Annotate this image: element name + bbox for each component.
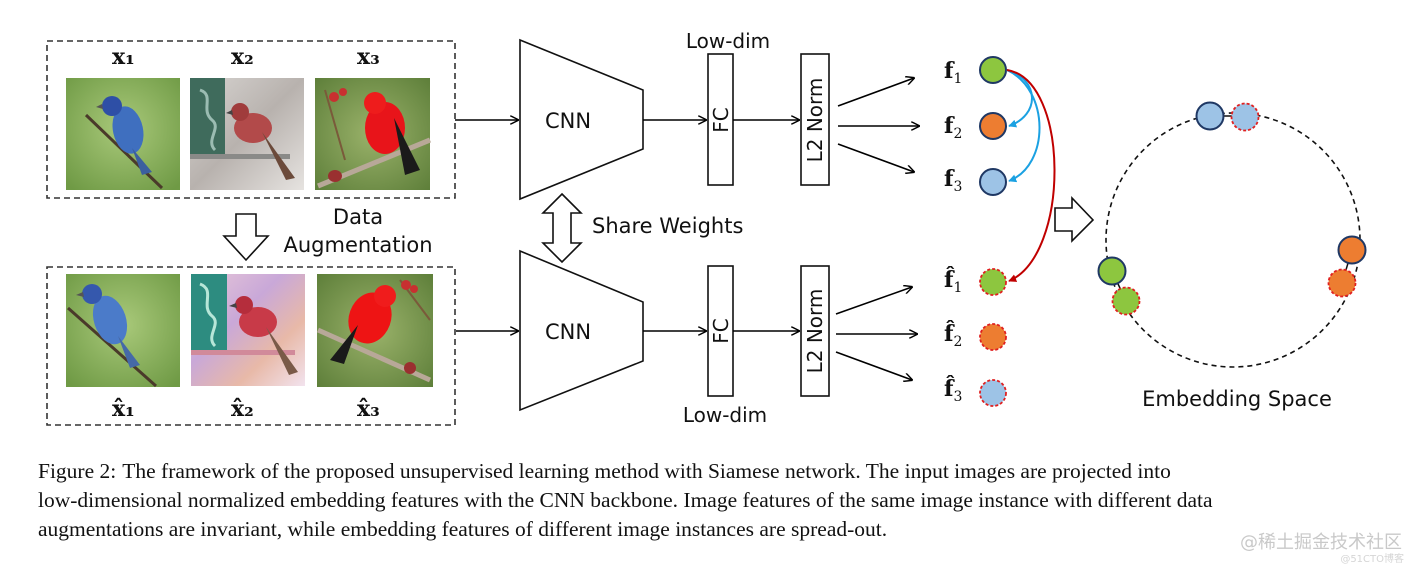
l2norm-block-top <box>800 53 830 186</box>
caption-figure-label: Figure 2: <box>38 459 117 483</box>
feature-label-f3: f3 <box>944 166 962 195</box>
share-weights-label: Share Weights <box>592 214 743 238</box>
feature-circle-f2 <box>979 112 1007 140</box>
label-x2: x₂ <box>231 44 254 70</box>
image-blue-bird-augmented <box>66 274 180 388</box>
embedding-point-f2-hat <box>1327 268 1357 298</box>
caption-text-1: The framework of the proposed unsupervis… <box>122 459 1171 483</box>
feature-circle-f3 <box>979 168 1007 196</box>
arrow-l2-to-f1 <box>837 78 914 107</box>
unit-hypersphere <box>1105 112 1361 368</box>
feature-circle-f1 <box>979 56 1007 84</box>
image-red-tanager-augmented <box>316 274 433 387</box>
lowdim-label-top: Low-dim <box>686 29 770 53</box>
bottom-branch: CNN FC Low-dim L2 Norm <box>519 249 917 427</box>
data-augmentation-label-line1: Data <box>333 205 383 229</box>
dashed-border <box>46 266 456 426</box>
caption-line-3: augmentations are invariant, while embed… <box>38 517 888 541</box>
feature-label-f3-hat: f̂3 <box>944 376 962 405</box>
share-weights-arrow-icon <box>541 192 583 264</box>
feature-label-f2: f2 <box>944 113 962 142</box>
to-embedding-arrow-icon <box>1054 196 1095 243</box>
embedding-space-label: Embedding Space <box>1142 387 1332 411</box>
embedding-point-f3 <box>1195 101 1225 131</box>
arrow-l2-to-f3 <box>837 143 914 172</box>
watermark-sub: @51CTO博客 <box>1340 554 1404 565</box>
l2norm-block-bottom <box>800 265 830 397</box>
fc-label-bottom: FC <box>709 318 733 343</box>
arrow-l2-to-f3-hat <box>835 351 912 380</box>
label-x3-hat: x̂₃ <box>357 396 380 422</box>
cnn-block-top <box>519 38 644 201</box>
data-augmentation-arrow-icon <box>222 213 270 262</box>
fc-block-top <box>707 53 734 186</box>
caption-line-2: low-dimensional normalized embedding fea… <box>38 488 1213 512</box>
embedding-point-f1-hat <box>1111 286 1141 316</box>
image-red-finch-augmented <box>191 274 305 386</box>
image-red-finch <box>190 78 304 190</box>
negative-arrow-f1-to-f2 <box>1006 69 1033 128</box>
top-branch: CNN Low-dim FC L2 Norm <box>519 29 919 201</box>
feature-label-f1-hat: f̂1 <box>944 267 962 296</box>
fc-label-top: FC <box>709 107 733 132</box>
arrow-l2-to-f1-hat <box>835 287 912 315</box>
image-blue-bird <box>66 78 180 190</box>
lowdim-label-bottom: Low-dim <box>683 403 767 427</box>
embedding-point-f2 <box>1337 235 1367 265</box>
feature-circles <box>979 56 1007 407</box>
label-x1: x₁ <box>112 44 135 70</box>
figure-caption: Figure 2:The framework of the proposed u… <box>38 457 1398 544</box>
l2norm-label-bottom: L2 Norm <box>803 289 827 374</box>
data-augmentation-label-line2: Augmentation <box>283 233 432 257</box>
feature-circle-f3-hat <box>979 379 1007 407</box>
image-red-tanager <box>315 78 431 190</box>
fc-block-bottom <box>707 265 734 397</box>
feature-circle-f2-hat <box>979 323 1007 351</box>
positive-arrow-f1-to-f1-hat <box>1006 69 1056 282</box>
input-images-box-top: x₁ x₂ x₃ <box>46 40 456 199</box>
negative-arrow-f1-to-f3 <box>1006 69 1041 183</box>
cnn-label-bottom: CNN <box>545 320 591 344</box>
label-x2-hat: x̂₂ <box>231 396 254 422</box>
cnn-label-top: CNN <box>545 109 591 133</box>
framework-diagram: x₁ x₂ x₃ <box>46 29 1367 427</box>
embedding-point-f3-hat <box>1230 102 1260 132</box>
label-x3: x₃ <box>357 44 380 70</box>
input-images-box-bottom: x̂₁ x̂₂ x̂₃ <box>46 266 456 426</box>
label-x1-hat: x̂₁ <box>112 396 135 422</box>
l2norm-label-top: L2 Norm <box>803 78 827 163</box>
feature-labels: f1 f2 f3 f̂1 f̂2 f̂3 <box>944 58 962 405</box>
caption-line-1: Figure 2:The framework of the proposed u… <box>38 457 1398 486</box>
feature-label-f1: f1 <box>944 58 962 87</box>
embedding-point-f1 <box>1097 256 1127 286</box>
cnn-block-bottom <box>519 249 644 412</box>
embedding-space <box>1097 101 1367 368</box>
feature-circle-f1-hat <box>979 268 1007 296</box>
feature-label-f2-hat: f̂2 <box>944 321 962 350</box>
watermark: @稀土掘金技术社区 <box>1240 532 1402 553</box>
dashed-border <box>46 40 456 199</box>
